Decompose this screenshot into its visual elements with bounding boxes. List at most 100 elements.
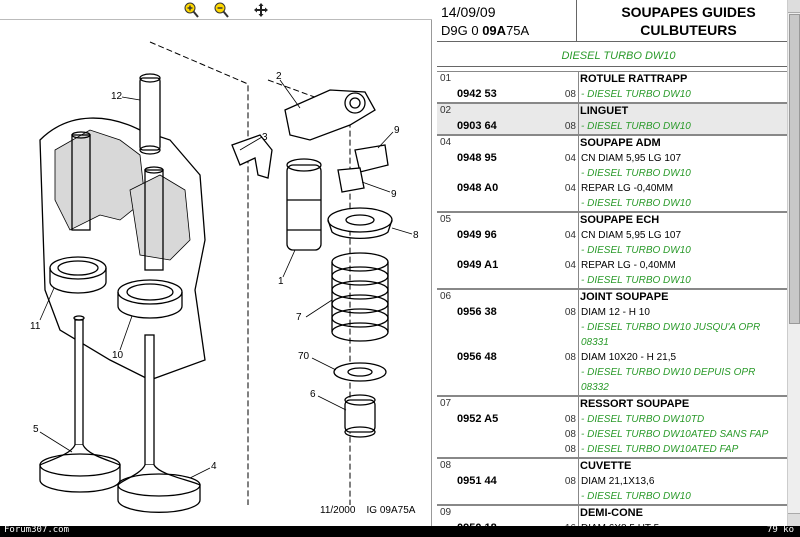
part-line[interactable]: - DIESEL TURBO DW10 xyxy=(437,243,792,258)
part-line[interactable]: - DIESEL TURBO DW10 DEPUIS OPR xyxy=(437,365,792,380)
callout-5: 5 xyxy=(33,424,39,435)
part-quantity: 08 xyxy=(564,476,576,487)
part-line[interactable]: 0950 1816DIAM 6X8,5 HT 5 xyxy=(437,521,792,526)
scroll-up-arrow-icon[interactable] xyxy=(788,0,800,13)
part-line[interactable]: - DIESEL TURBO DW10 xyxy=(437,166,792,181)
callout-4: 4 xyxy=(211,461,217,472)
diagram-toolbar xyxy=(0,0,432,20)
part-group[interactable]: 09 DEMI-CONE0950 1816DIAM 6X8,5 HT 5 xyxy=(437,505,792,526)
part-quantity: 04 xyxy=(564,230,576,241)
part-quantity: 08 xyxy=(564,307,576,318)
part-reference[interactable] xyxy=(437,442,561,457)
part-reference[interactable] xyxy=(437,320,561,335)
group-number: 09 xyxy=(440,507,452,518)
header-divider xyxy=(576,0,577,42)
title-line-1: SOUPAPES GUIDES xyxy=(621,4,756,20)
part-reference[interactable]: 0903 64 xyxy=(457,120,497,132)
engine-filter: DIESEL TURBO DW10 xyxy=(437,45,800,67)
part-reference[interactable]: 0948 A0 xyxy=(457,182,499,194)
part-reference[interactable]: 0942 53 xyxy=(457,88,497,100)
part-quantity xyxy=(561,365,578,380)
part-reference[interactable]: 0956 48 xyxy=(457,351,497,363)
diagram-panel: 2 12 9 3 9 8 1 7 70 6 11 10 5 4 11/2000 … xyxy=(0,0,432,526)
site-watermark: Forum307.com xyxy=(4,525,70,535)
part-line[interactable]: - DIESEL TURBO DW10 JUSQU'A OPR xyxy=(437,320,792,335)
code-bold: 09A xyxy=(482,23,507,38)
part-description: - DIESEL TURBO DW10 xyxy=(578,119,792,134)
part-quantity xyxy=(561,166,578,181)
parts-header: 14/09/09 D9G 0 09A75A SOUPAPES GUIDES CU… xyxy=(437,0,800,42)
part-reference[interactable] xyxy=(437,166,561,181)
part-name: DEMI-CONE xyxy=(578,506,792,521)
part-quantity: 08 xyxy=(564,444,576,455)
part-reference[interactable] xyxy=(437,273,561,288)
part-description: DIAM 12 - H 10 xyxy=(578,305,792,320)
part-line[interactable]: 08331 xyxy=(437,335,792,350)
part-line[interactable]: - DIESEL TURBO DW10 xyxy=(437,273,792,288)
part-quantity: 16 xyxy=(561,521,578,526)
callout-1: 1 xyxy=(278,276,284,287)
zoom-in-icon[interactable] xyxy=(183,2,199,18)
part-line[interactable]: - DIESEL TURBO DW10 xyxy=(437,489,792,504)
part-reference[interactable]: 0948 95 xyxy=(457,152,497,164)
part-reference[interactable] xyxy=(437,365,561,380)
part-reference[interactable] xyxy=(437,427,561,442)
part-description: 08331 xyxy=(578,335,792,350)
part-line[interactable]: 08- DIESEL TURBO DW10ATED FAP xyxy=(437,442,792,457)
group-number: 05 xyxy=(440,214,452,225)
part-reference[interactable]: 0949 A1 xyxy=(457,259,499,271)
part-line[interactable]: 08- DIESEL TURBO DW10ATED SANS FAP xyxy=(437,427,792,442)
part-quantity xyxy=(561,489,578,504)
part-line[interactable]: - DIESEL TURBO DW10 xyxy=(437,196,792,211)
part-reference[interactable] xyxy=(437,335,561,350)
part-description: - DIESEL TURBO DW10 JUSQU'A OPR xyxy=(578,320,792,335)
scroll-thumb[interactable] xyxy=(789,14,800,324)
part-reference[interactable]: 0949 96 xyxy=(457,229,497,241)
part-reference[interactable] xyxy=(437,380,561,395)
part-reference[interactable]: 0950 18 xyxy=(437,521,561,526)
callout-2: 2 xyxy=(276,71,282,82)
title-line-2: CULBUTEURS xyxy=(640,22,737,38)
zoom-out-icon[interactable] xyxy=(213,2,229,18)
part-reference[interactable]: 0951 44 xyxy=(457,475,497,487)
callout-70: 70 xyxy=(298,351,310,362)
part-quantity: 04 xyxy=(564,153,576,164)
pan-icon[interactable] xyxy=(253,2,269,18)
callout-11: 11 xyxy=(30,321,41,332)
part-name: CUVETTE xyxy=(578,459,792,474)
plate-date: 11/2000 xyxy=(320,505,356,516)
part-quantity xyxy=(561,320,578,335)
part-line[interactable]: 08332 xyxy=(437,380,792,395)
part-reference[interactable]: 0956 38 xyxy=(457,306,497,318)
part-name: SOUPAPE ADM xyxy=(578,136,792,151)
callout-8: 8 xyxy=(413,230,419,241)
callout-10: 10 xyxy=(112,350,124,361)
part-quantity xyxy=(561,196,578,211)
part-reference[interactable] xyxy=(437,489,561,504)
exploded-view-diagram: 2 12 9 3 9 8 1 7 70 6 11 10 5 4 xyxy=(30,41,419,513)
part-reference[interactable] xyxy=(437,196,561,211)
part-description: - DIESEL TURBO DW10 xyxy=(578,243,792,258)
status-bar: Forum307.com 79 ko xyxy=(0,525,800,537)
scroll-down-arrow-icon[interactable] xyxy=(788,513,800,526)
part-reference[interactable]: 0952 A5 xyxy=(457,413,499,425)
part-reference[interactable] xyxy=(437,243,561,258)
scrollbar[interactable] xyxy=(787,0,800,526)
